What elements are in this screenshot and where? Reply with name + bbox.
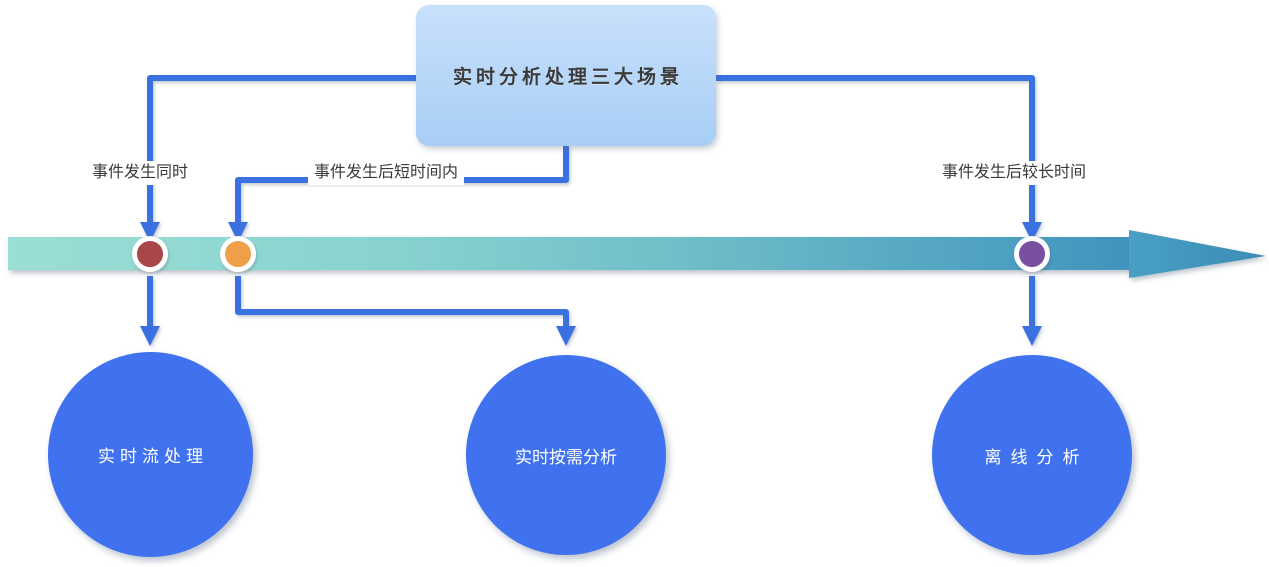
connector-title-to-stage2 — [235, 146, 569, 226]
stage-time-label-1: 事件发生同时 — [86, 161, 195, 185]
stage-time-label-2: 事件发生后短时间内 — [308, 161, 465, 185]
timeline-dot-2[interactable] — [220, 236, 256, 272]
connector-stage2-to-circle — [235, 276, 569, 330]
scenario-circle-realtime-ondemand[interactable]: 实时按需分析 — [466, 355, 666, 555]
scenario-label-2: 实时按需分析 — [515, 447, 617, 467]
scenario-label-1: 实时流处理 — [98, 447, 208, 466]
scenario-circle-offline-analysis[interactable]: 离线分析 — [932, 355, 1132, 555]
timeline-dot-3[interactable] — [1014, 236, 1050, 272]
stage-time-label-3: 事件发生后较长时间 — [936, 161, 1093, 185]
scenario-circle-realtime-stream[interactable]: 实时流处理 — [48, 352, 253, 557]
connector-arrowheads — [140, 222, 1042, 346]
title-box-label: 实时分析处理三大场景 — [452, 67, 683, 88]
scenario-label-3: 离线分析 — [984, 447, 1089, 467]
timeline-arrow-shape — [8, 230, 1266, 278]
connector-title-to-stage1 — [147, 75, 416, 226]
timeline-dot-1[interactable] — [132, 236, 168, 272]
connector-title-to-stage3 — [716, 75, 1035, 226]
title-box[interactable]: 实时分析处理三大场景 — [416, 5, 716, 146]
